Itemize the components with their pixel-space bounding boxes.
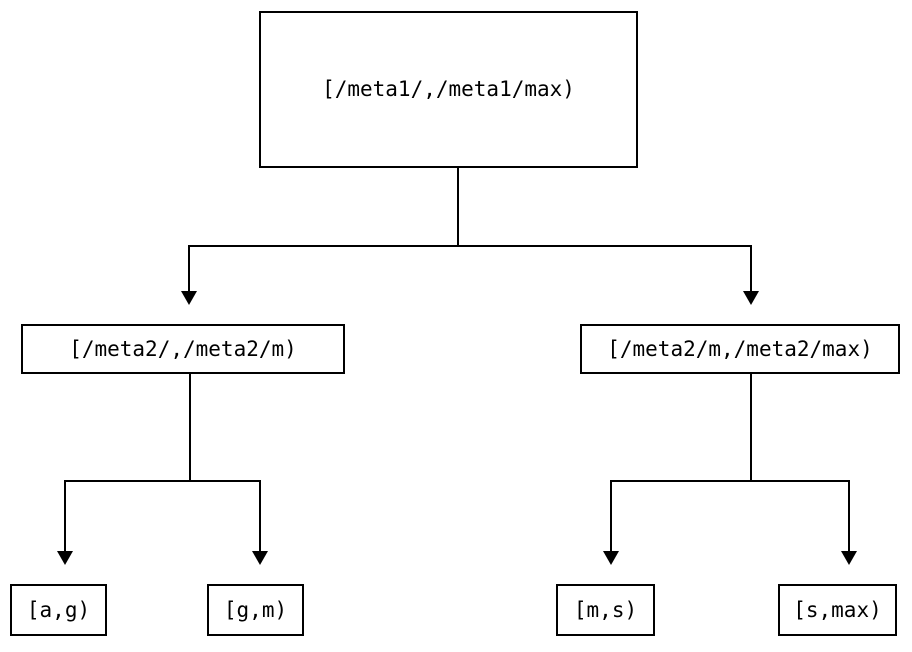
node-level2-right-label: [/meta2/m,/meta2/max) bbox=[607, 336, 873, 361]
node-level2-right[interactable]: [/meta2/m,/meta2/max) bbox=[580, 324, 900, 374]
edge-right-to-leaf4-drop bbox=[848, 480, 850, 553]
node-root-label: [/meta1/,/meta1/max) bbox=[322, 77, 575, 101]
edge-left-crossbar bbox=[64, 480, 261, 482]
edge-root-to-left-drop bbox=[188, 245, 190, 297]
edge-right-crossbar bbox=[610, 480, 850, 482]
node-level2-left[interactable]: [/meta2/,/meta2/m) bbox=[21, 324, 345, 374]
node-leaf-s-max-label: [s,max) bbox=[793, 597, 882, 622]
arrowhead-left-to-leaf1 bbox=[57, 551, 73, 565]
edge-root-stem bbox=[457, 168, 459, 247]
node-leaf-a-g-label: [a,g) bbox=[26, 597, 91, 622]
arrowhead-root-to-left bbox=[181, 291, 197, 305]
node-root[interactable]: [/meta1/,/meta1/max) bbox=[259, 11, 638, 168]
edge-left-stem bbox=[189, 374, 191, 482]
node-leaf-g-m-label: [g,m) bbox=[223, 597, 288, 622]
arrowhead-right-to-leaf3 bbox=[603, 551, 619, 565]
node-leaf-m-s-label: [m,s) bbox=[573, 597, 638, 622]
node-leaf-a-g[interactable]: [a,g) bbox=[10, 584, 107, 636]
edge-left-to-leaf1-drop bbox=[64, 480, 66, 553]
arrowhead-right-to-leaf4 bbox=[841, 551, 857, 565]
arrowhead-left-to-leaf2 bbox=[252, 551, 268, 565]
edge-left-to-leaf2-drop bbox=[259, 480, 261, 553]
node-leaf-m-s[interactable]: [m,s) bbox=[556, 584, 655, 636]
edge-root-to-right-drop bbox=[750, 245, 752, 297]
edge-right-stem bbox=[750, 374, 752, 482]
edge-root-crossbar bbox=[188, 245, 752, 247]
edge-right-to-leaf3-drop bbox=[610, 480, 612, 553]
node-leaf-s-max[interactable]: [s,max) bbox=[778, 584, 897, 636]
node-leaf-g-m[interactable]: [g,m) bbox=[207, 584, 304, 636]
node-level2-left-label: [/meta2/,/meta2/m) bbox=[69, 336, 297, 361]
arrowhead-root-to-right bbox=[743, 291, 759, 305]
